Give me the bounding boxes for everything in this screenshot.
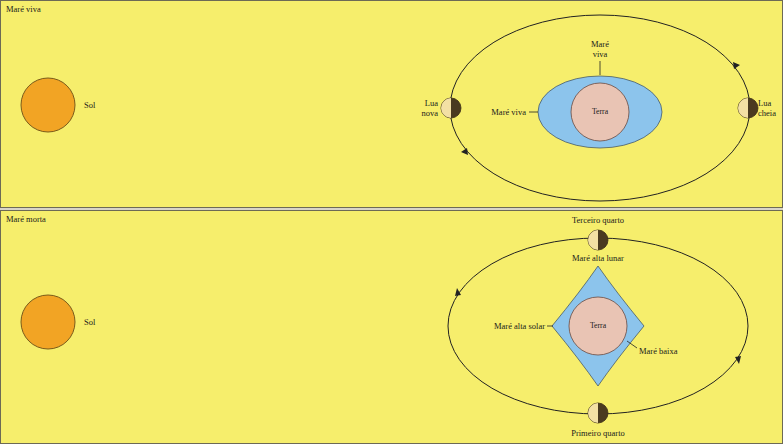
- earth-label: Terra: [570, 107, 630, 117]
- sun-body: Sol: [20, 294, 120, 350]
- panel-ground: [1, 1, 783, 208]
- panel-title: Maré morta: [6, 214, 46, 224]
- moon: [588, 403, 608, 423]
- tide-label: Terceiro quarto: [538, 215, 658, 225]
- tide-label: Maré alta lunar: [538, 253, 658, 263]
- tide-label: Lua cheia: [758, 98, 781, 118]
- moon: [738, 98, 758, 118]
- sun-symbol: [20, 294, 76, 350]
- sun-symbol: [20, 77, 76, 133]
- tide-label: Maré baixa: [639, 346, 709, 356]
- orbit-arrow: [735, 356, 741, 364]
- leader-line: [547, 326, 553, 327]
- leader-line: [600, 61, 601, 75]
- tide-label: Maré viva: [486, 107, 526, 117]
- earth-body: Terra: [568, 296, 628, 356]
- moon-orbit: [450, 15, 750, 201]
- panel-ground: [1, 211, 783, 444]
- tide-bulge: [552, 266, 644, 386]
- sun-label: Sol: [84, 317, 95, 327]
- panel-title: Maré viva: [6, 4, 41, 14]
- tide-panel: Maré mortaSol Terra: [0, 210, 783, 444]
- orbit-arrow: [733, 62, 740, 69]
- earth-body: Terra: [570, 82, 630, 142]
- tide-bulge: [538, 76, 662, 148]
- tide-label: Primeiro quarto: [538, 428, 658, 438]
- moon: [588, 230, 608, 250]
- earth-label: Terra: [568, 321, 628, 331]
- sun-label: Sol: [84, 100, 95, 110]
- tide-label: Maré viva: [587, 39, 613, 59]
- leader-line: [529, 112, 538, 113]
- orbit-arrow: [461, 148, 468, 155]
- tide-label: Maré alta solar: [450, 321, 545, 331]
- sun-body: Sol: [20, 77, 120, 133]
- moon: [441, 98, 461, 118]
- orbit-arrow: [455, 288, 461, 296]
- moon-orbit: [448, 238, 748, 414]
- tide-panel: Maré vivaSolTerra: [0, 0, 783, 208]
- leader-line: [627, 341, 637, 348]
- tide-label: Lua nova: [414, 98, 438, 118]
